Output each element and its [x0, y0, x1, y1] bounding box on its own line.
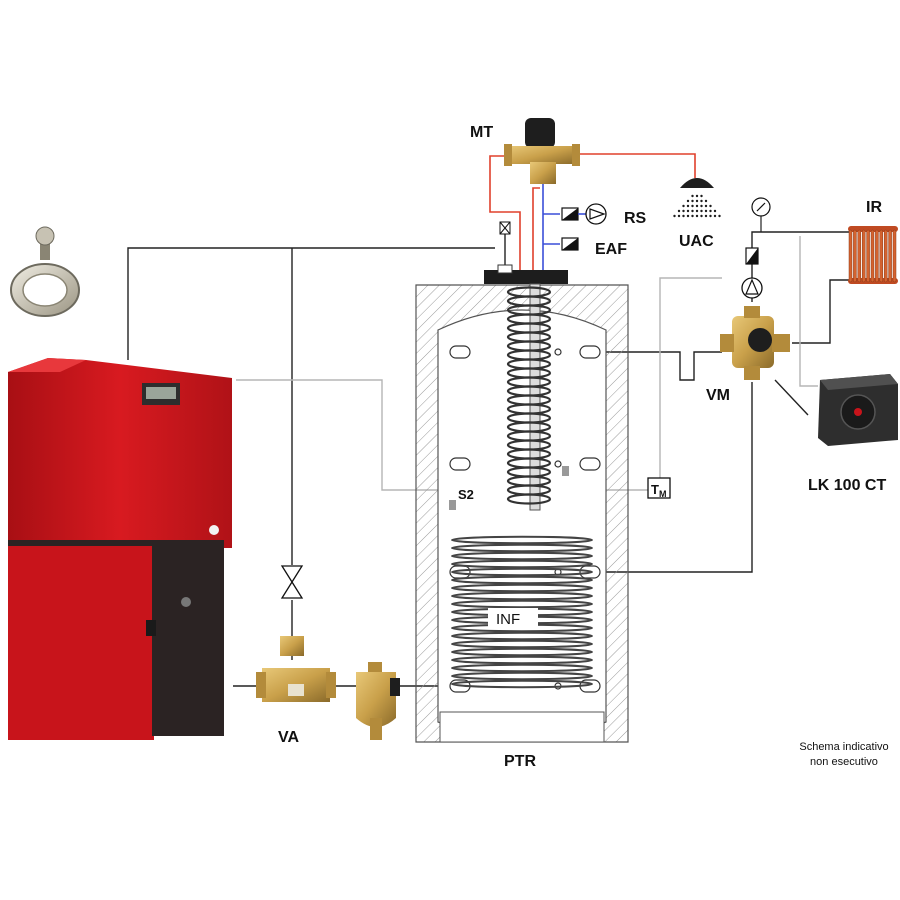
gauge-icon [751, 197, 771, 232]
label-lk: LK 100 CT [808, 477, 886, 494]
va-valve [256, 636, 336, 702]
ball-valve-icon [280, 565, 304, 599]
label-vm: VM [706, 387, 730, 404]
vm-mixing-valve [720, 306, 790, 380]
label-tm: TM [651, 482, 666, 499]
mixing-valve-icon [504, 118, 580, 184]
tm-sensor [647, 477, 671, 499]
label-va: VA [278, 729, 299, 746]
dhw-coil [506, 286, 552, 505]
damper-icon [10, 226, 80, 317]
label-inf: INF [496, 611, 520, 628]
check-valve-icon [745, 247, 759, 265]
label-uac: UAC [679, 233, 714, 250]
check-valve-icon [561, 207, 579, 251]
label-rs: RS [624, 210, 647, 227]
labels: MT RS EAF UAC IR VM LK 100 CT S2 TM INF … [278, 124, 889, 770]
label-s2: S2 [458, 487, 474, 502]
label-mt: MT [470, 124, 493, 141]
actuator-icon [818, 374, 898, 446]
note-line-1: Schema indicativo [799, 741, 888, 753]
pump-icon [578, 203, 607, 225]
dhw-pipes [489, 153, 696, 270]
sensor-valve-icon [499, 221, 511, 235]
note-line-2: non esecutivo [810, 756, 878, 768]
boiler [8, 358, 232, 740]
pump-icon [741, 277, 763, 299]
label-ptr: PTR [504, 753, 536, 770]
label-ir: IR [866, 199, 882, 216]
label-eaf: EAF [595, 241, 627, 258]
radiator-icon [848, 226, 898, 284]
shower-icon [673, 178, 721, 218]
dirt-separator-icon [356, 662, 400, 740]
